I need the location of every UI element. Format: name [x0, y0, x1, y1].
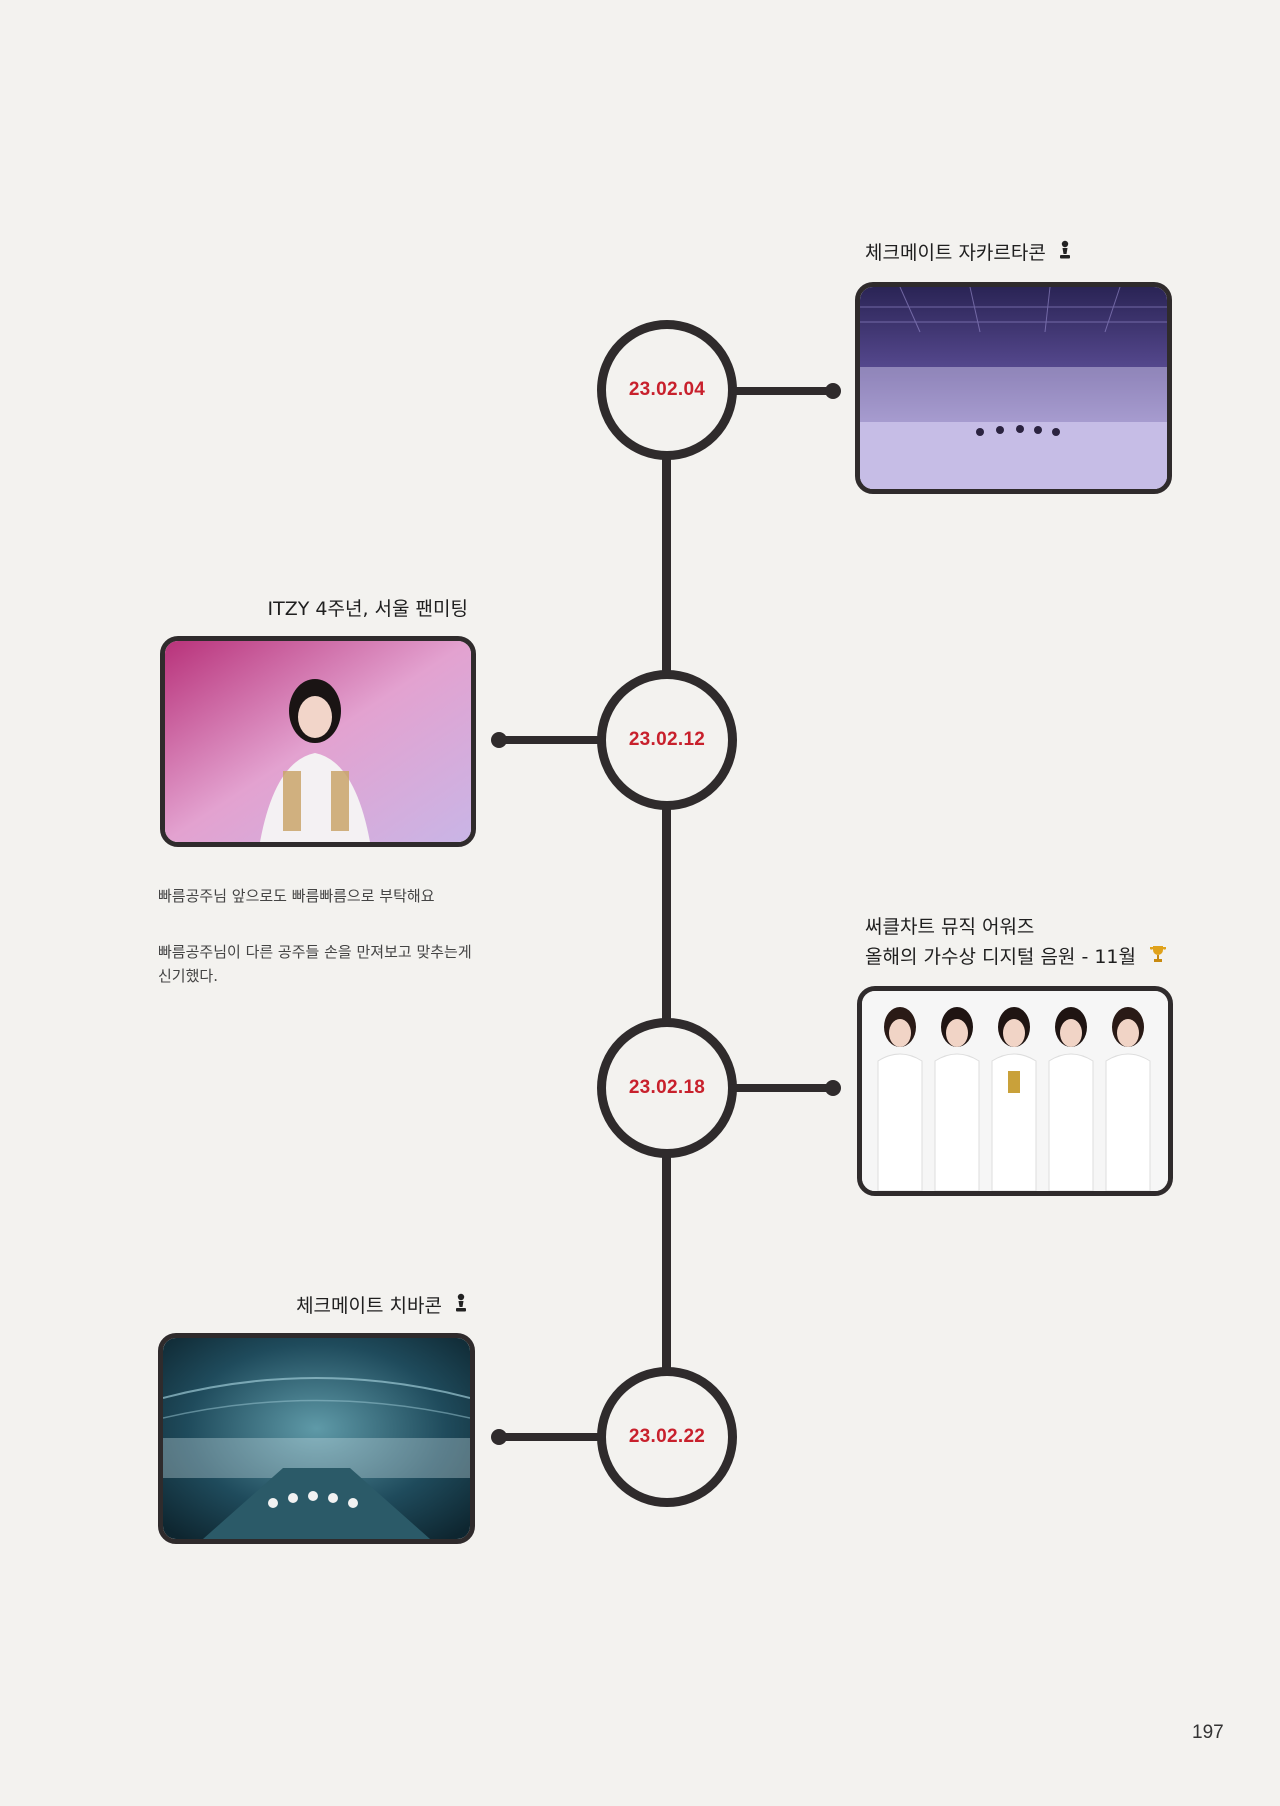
connector-2 — [500, 736, 605, 744]
caption-4: 체크메이트 치바콘 — [160, 1291, 468, 1322]
connector-3 — [730, 1084, 834, 1092]
trophy-icon — [1148, 943, 1168, 973]
date-node-4: 23.02.22 — [597, 1367, 737, 1507]
date-node-1: 23.02.04 — [597, 320, 737, 460]
connector-dot-2 — [491, 732, 507, 748]
caption-1: 체크메이트 자카르타콘 — [865, 238, 1072, 269]
connector-4 — [500, 1433, 605, 1441]
chess-pawn-icon — [454, 1292, 468, 1322]
caption-3: 써클차트 뮤직 어워즈 올해의 가수상 디지털 음원 - 11월 — [865, 912, 1168, 973]
photo-fanmeeting-portrait — [160, 636, 476, 847]
note-2: 빠름공주님이 다른 공주들 손을 만져보고 맞추는게 신기했다. — [158, 943, 472, 985]
chess-pawn-icon — [1058, 239, 1072, 269]
date-node-2: 23.02.12 — [597, 670, 737, 810]
timeline-spine — [662, 455, 671, 1400]
connector-dot-3 — [825, 1080, 841, 1096]
date-label: 23.02.12 — [628, 729, 706, 750]
connector-dot-4 — [491, 1429, 507, 1445]
connector-dot-1 — [825, 383, 841, 399]
caption-text: ITZY 4주년, 서울 팬미팅 — [267, 598, 468, 620]
connector-1 — [730, 387, 834, 395]
photo-concert-chiba — [158, 1333, 475, 1544]
caption-2: ITZY 4주년, 서울 팬미팅 — [160, 594, 468, 624]
date-label: 23.02.04 — [628, 379, 706, 400]
photo-group-award — [857, 986, 1173, 1196]
caption-text: 체크메이트 치바콘 — [296, 1295, 442, 1317]
note-1: 빠름공주님 앞으로도 빠름빠름으로 부탁해요 — [158, 887, 435, 905]
page-number: 197 — [1192, 1722, 1224, 1743]
date-node-3: 23.02.18 — [597, 1018, 737, 1158]
date-label: 23.02.18 — [628, 1077, 706, 1098]
date-label: 23.02.22 — [628, 1426, 706, 1447]
caption-text-line-2: 올해의 가수상 디지털 음원 - 11월 — [865, 946, 1136, 968]
caption-text-line-1: 써클차트 뮤직 어워즈 — [865, 916, 1035, 938]
photo-concert-jakarta — [855, 282, 1172, 494]
caption-text: 체크메이트 자카르타콘 — [865, 242, 1046, 264]
